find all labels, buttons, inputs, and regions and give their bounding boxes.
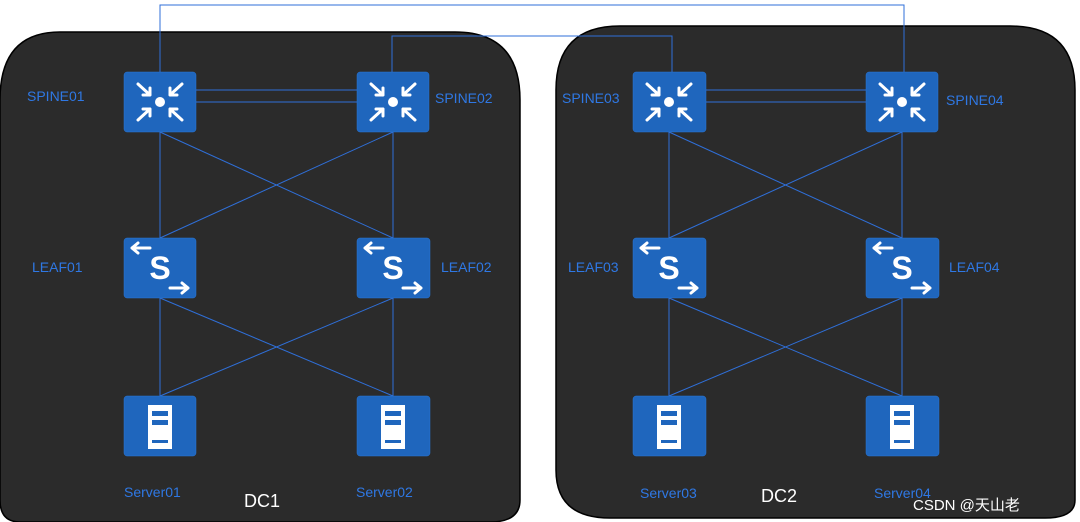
dc2-label: DC2 [761, 486, 798, 506]
server03-label: Server03 [640, 485, 697, 501]
spine01-router-icon [123, 71, 197, 133]
spine03-router-icon [632, 71, 707, 133]
leaf03-switch-icon [632, 237, 707, 299]
server02-server-icon [356, 395, 431, 457]
link-leaf04-server03 [668, 297, 903, 397]
server01-server-icon [123, 395, 197, 457]
link-spine04-leaf03 [668, 131, 903, 239]
spine01-label: SPINE01 [27, 88, 85, 104]
server04-server-icon [865, 395, 940, 457]
leaf02-switch-icon [356, 237, 431, 299]
server02-label: Server02 [356, 484, 413, 500]
server01-label: Server01 [124, 484, 181, 500]
spine02-label: SPINE02 [435, 90, 493, 106]
leaf04-label: LEAF04 [949, 259, 1000, 275]
spine04-router-icon [865, 71, 939, 133]
inter-dc-link-spine02-spine03 [391, 35, 673, 72]
spine02-router-icon [356, 71, 430, 133]
leaf03-label: LEAF03 [568, 259, 619, 275]
spine04-label: SPINE04 [946, 92, 1004, 108]
leaf01-label: LEAF01 [32, 259, 83, 275]
link-leaf02-server01 [159, 297, 394, 397]
server04-label: Server04 [874, 485, 931, 501]
dc1-label: DC1 [244, 491, 281, 511]
dc2-panel [555, 25, 1076, 519]
leaf04-switch-icon [865, 237, 940, 299]
leaf02-label: LEAF02 [441, 259, 492, 275]
spine03-label: SPINE03 [562, 90, 620, 106]
server03-server-icon [632, 395, 707, 457]
leaf01-switch-icon [123, 237, 197, 299]
inter-dc-link-spine01-spine04 [159, 4, 905, 72]
watermark: CSDN @天山老 [913, 497, 1020, 514]
link-spine02-leaf01 [159, 131, 394, 239]
